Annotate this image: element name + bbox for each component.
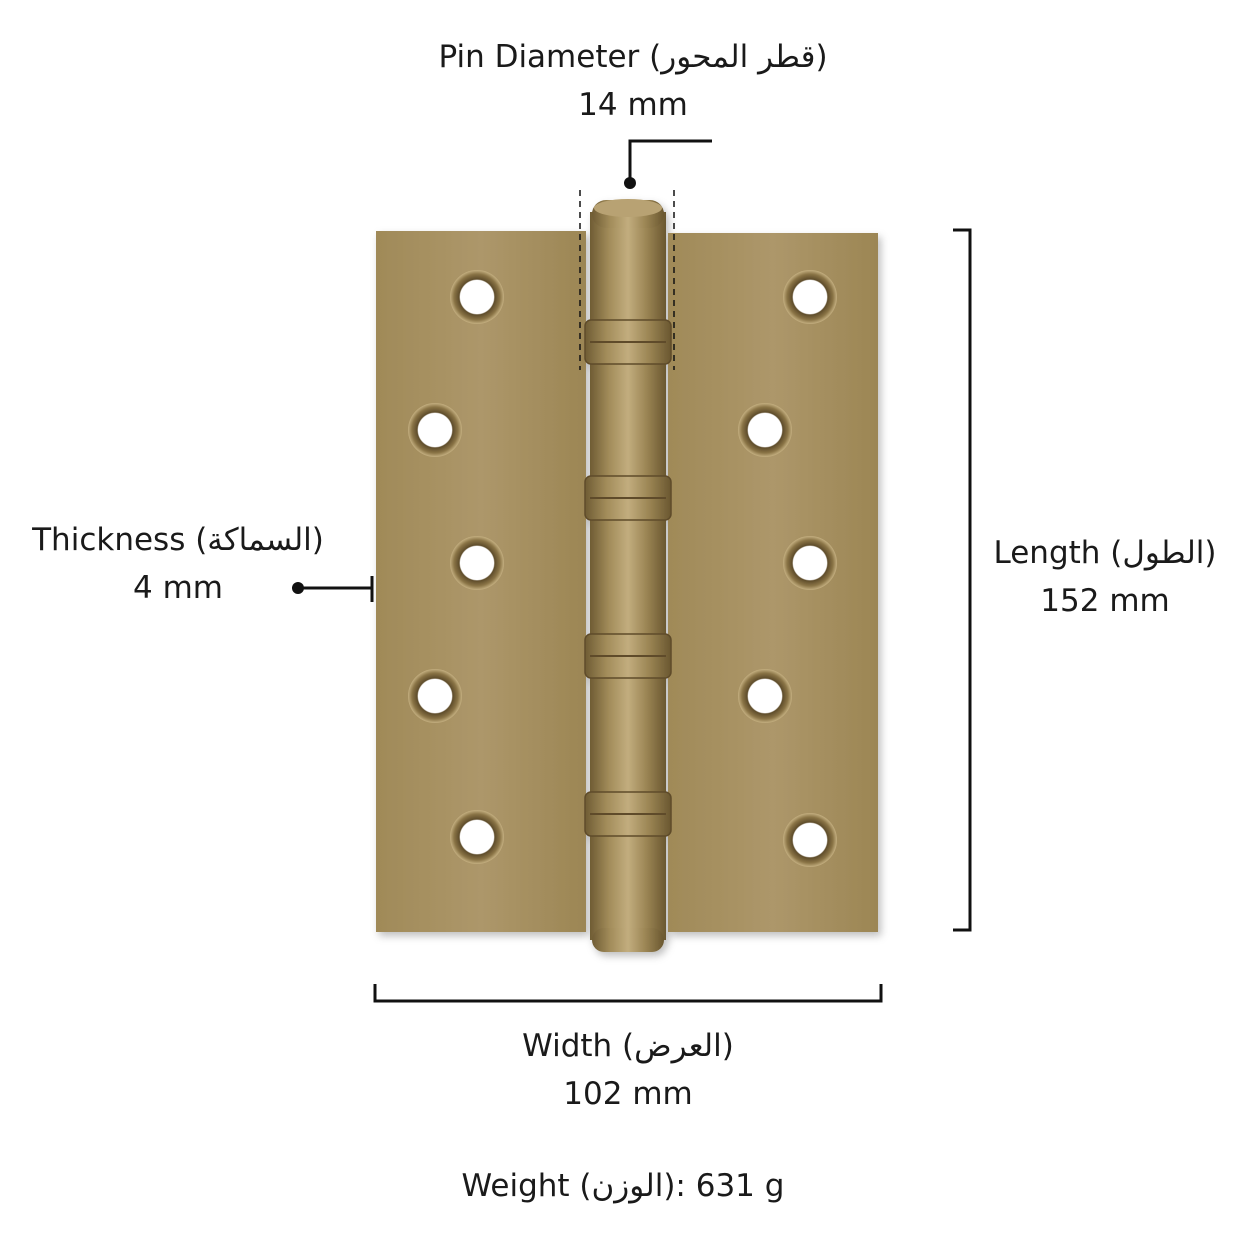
- width-value: 102 mm: [563, 1076, 693, 1112]
- left-screw-holes: [408, 270, 504, 864]
- length-annotation: Length (الطول) 152 mm: [993, 529, 1216, 625]
- pin-diameter-label: Pin Diameter (قطر المحور): [438, 39, 828, 75]
- weight-annotation: Weight (الوزن): 631 g: [462, 1162, 785, 1210]
- barrel-joints: [590, 341, 666, 815]
- pin-diameter-dot: [624, 177, 636, 189]
- thickness-label: Thickness (السماكة): [32, 522, 324, 558]
- pin-diameter-leader: [628, 139, 712, 183]
- pin-bottom-cap: [592, 928, 664, 952]
- thickness-dot: [292, 582, 304, 594]
- right-screw-holes: [738, 270, 837, 867]
- width-bracket: [373, 984, 883, 1003]
- pin-top-face: [594, 199, 662, 217]
- width-annotation: Width (العرض) 102 mm: [522, 1022, 734, 1118]
- hinge: [376, 199, 878, 952]
- thickness-value: 4 mm: [133, 570, 223, 606]
- length-bracket: [953, 228, 972, 932]
- right-leaf: [668, 233, 878, 932]
- width-label: Width (العرض): [522, 1028, 734, 1064]
- length-value: 152 mm: [1040, 583, 1170, 619]
- weight-text: Weight (الوزن): 631 g: [461, 1168, 785, 1204]
- thickness-annotation: Thickness (السماكة) 4 mm: [32, 516, 324, 612]
- dimension-lines: [298, 139, 972, 1003]
- length-label: Length (الطول): [993, 535, 1217, 571]
- pin-diameter-annotation: Pin Diameter (قطر المحور) 14 mm: [438, 33, 827, 129]
- pin-diameter-value: 14 mm: [578, 87, 688, 123]
